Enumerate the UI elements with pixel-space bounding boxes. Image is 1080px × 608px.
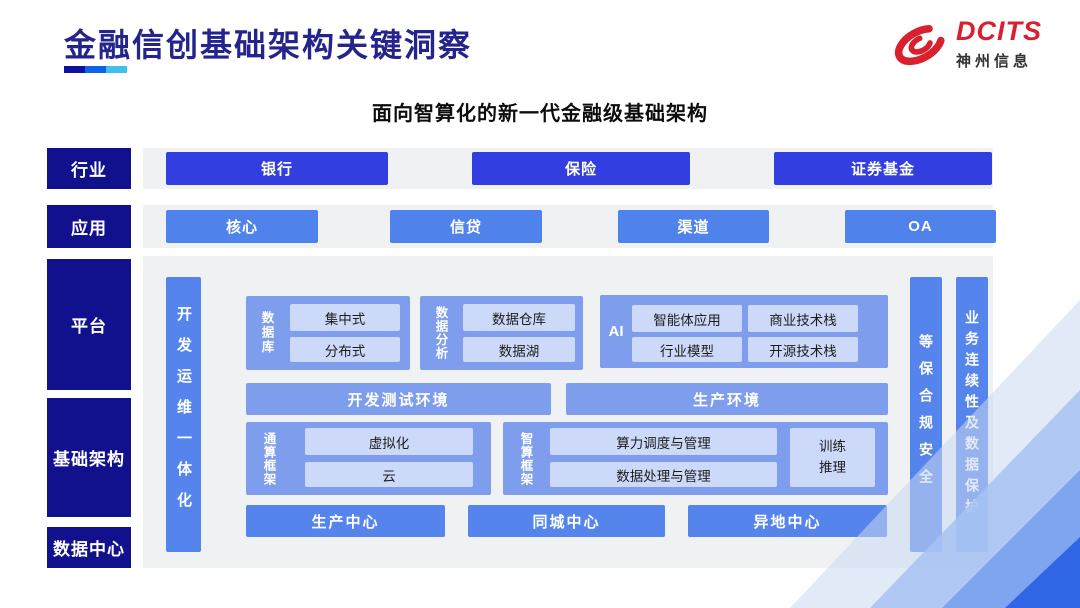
diagram-subtitle: 面向智算化的新一代金融级基础架构 — [372, 103, 708, 125]
application-item-channel: 渠道 — [618, 210, 769, 243]
ai-compute-label: 智算框架 — [518, 431, 533, 486]
industry-item-bank: 银行 — [166, 152, 388, 185]
application-item-core: 核心 — [166, 210, 318, 243]
ai-item-commercial-stack: 商业技术栈 — [748, 305, 858, 332]
database-group: 数据库 集中式 分布式 — [246, 296, 410, 370]
ai-item-opensource-stack: 开源技术栈 — [748, 337, 858, 362]
dcits-swirl-icon — [894, 24, 946, 65]
business-continuity-bar: 业务连续性及数据保护 — [956, 277, 988, 552]
application-item-credit: 信贷 — [390, 210, 542, 243]
dev-test-environment-bar: 开发测试环境 — [246, 383, 551, 415]
layer-label-infrastructure: 基础架构 — [47, 398, 131, 517]
ai-compute-item-dataprocessing: 数据处理与管理 — [550, 462, 777, 487]
center-same-city: 同城中心 — [468, 505, 665, 537]
company-logo: DCITS 神州信息 — [890, 18, 1042, 71]
logo-text: DCITS 神州信息 — [956, 18, 1042, 71]
underline-segment-cyan — [106, 66, 127, 73]
layer-label-industry: 行业 — [47, 148, 131, 189]
ai-item-agent-app: 智能体应用 — [632, 305, 742, 332]
industry-item-insurance: 保险 — [472, 152, 690, 185]
compute-item-cloud: 云 — [305, 462, 473, 487]
ai-compute-group: 智算框架 算力调度与管理 数据处理与管理 训练 推理 — [503, 422, 888, 495]
ai-group: AI 智能体应用 商业技术栈 行业模型 开源技术栈 — [600, 295, 888, 368]
ai-compute-item-scheduling: 算力调度与管理 — [550, 428, 777, 455]
devops-pipeline-bar: 开发运维一体化 — [166, 277, 201, 552]
analytics-item-lake: 数据湖 — [463, 337, 575, 362]
center-remote: 异地中心 — [688, 505, 887, 537]
application-item-oa: OA — [845, 210, 996, 243]
layer-label-application: 应用 — [47, 205, 131, 248]
ai-item-industry-model: 行业模型 — [632, 337, 742, 362]
ai-group-label: AI — [608, 323, 624, 340]
general-compute-group: 通算框架 虚拟化 云 — [246, 422, 491, 495]
analytics-item-warehouse: 数据仓库 — [463, 304, 575, 331]
ai-compute-item-training-inference: 训练 推理 — [790, 428, 875, 487]
logo-brand: DCITS — [956, 16, 1042, 46]
center-production: 生产中心 — [246, 505, 445, 537]
layer-label-datacenter: 数据中心 — [47, 527, 131, 568]
database-item-centralized: 集中式 — [290, 304, 400, 331]
database-group-label: 数据库 — [259, 311, 274, 355]
logo-company-name: 神州信息 — [956, 53, 1033, 70]
underline-segment-blue — [85, 66, 106, 73]
title-underline — [64, 66, 127, 73]
production-environment-bar: 生产环境 — [566, 383, 888, 415]
security-compliance-bar: 等保合规安全 — [910, 277, 942, 552]
underline-segment-dark — [64, 66, 85, 73]
layer-label-platform: 平台 — [47, 259, 131, 390]
page-title: 金融信创基础架构关键洞察 — [64, 27, 473, 63]
analytics-group: 数据分析 数据仓库 数据湖 — [420, 296, 583, 370]
general-compute-label: 通算框架 — [261, 431, 276, 486]
industry-item-securities: 证券基金 — [774, 152, 992, 185]
compute-item-virtualization: 虚拟化 — [305, 428, 473, 455]
analytics-group-label: 数据分析 — [433, 306, 448, 360]
database-item-distributed: 分布式 — [290, 337, 400, 362]
